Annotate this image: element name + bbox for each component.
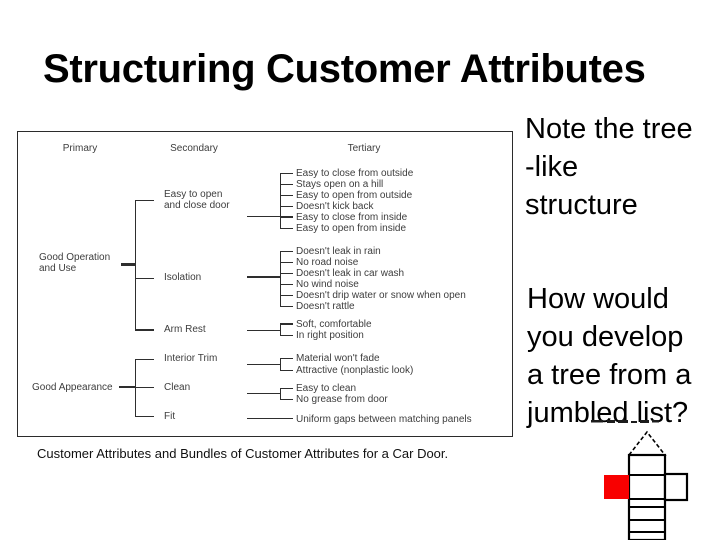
note-line: you develop [527, 321, 684, 353]
side-room-square [663, 472, 689, 502]
tree-tick-line [280, 357, 293, 359]
tree-tick-line [280, 369, 293, 371]
tertiary-label: Doesn't leak in car wash [296, 268, 405, 279]
tree-connector-line [247, 417, 293, 419]
tree-tick-line [280, 261, 293, 263]
tertiary-label: Material won't fade [296, 353, 380, 364]
secondary-label: Easy to open and close door [164, 189, 230, 211]
tree-tick-line [135, 329, 154, 331]
tree-tick-line [135, 358, 154, 360]
tertiary-label: Uniform gaps between matching panels [296, 414, 472, 425]
tree-bracket-line [134, 359, 136, 416]
tree-tick-line [280, 194, 293, 196]
note-text-block: How would you develop a tree from a jumbled… [527, 280, 691, 432]
tree-connector-line [247, 392, 280, 394]
tree-connector-line [247, 363, 280, 365]
tertiary-label: Easy to clean [296, 383, 357, 394]
tertiary-label: In right position [296, 330, 364, 341]
column-header: Primary [62, 143, 98, 154]
secondary-label: Interior Trim [164, 353, 218, 364]
tree-tick-line [135, 386, 154, 388]
figure-caption: Customer Attributes and Bundles of Custo… [37, 446, 449, 461]
tertiary-label: Easy to close from inside [296, 212, 408, 223]
tertiary-label: Easy to open from outside [296, 190, 413, 201]
tree-tick-line [280, 294, 293, 296]
note-line: How would [527, 283, 669, 315]
tree-tick-line [135, 415, 154, 417]
house-of-quality-icon [591, 420, 689, 540]
column-header: Tertiary [347, 143, 381, 154]
red-room-square [604, 475, 629, 499]
tertiary-label: No road noise [296, 257, 359, 268]
tree-bracket-line [279, 173, 281, 228]
obscured-text-fragment [591, 420, 659, 423]
tree-tick-line [135, 199, 154, 201]
note-line: Note the tree [525, 113, 693, 145]
note-line: -like [525, 151, 579, 183]
tertiary-label: Easy to close from outside [296, 168, 414, 179]
tree-tick-line [280, 334, 293, 336]
tree-connector-line [247, 215, 280, 217]
tertiary-label: Soft, comfortable [296, 319, 372, 330]
tree-bracket-line [134, 200, 136, 330]
tree-tick-line [280, 283, 293, 285]
slide-title: Structuring Customer Attributes [43, 47, 646, 91]
note-line: a tree from a [527, 359, 692, 391]
tree-tick-line [280, 216, 293, 218]
tertiary-label: Stays open on a hill [296, 179, 384, 190]
secondary-label: Arm Rest [164, 324, 206, 335]
tree-connector-line [247, 276, 280, 278]
roof-triangle [627, 430, 667, 456]
tree-tick-line [280, 205, 293, 207]
house-body [627, 453, 667, 540]
tree-bracket-line [279, 251, 281, 306]
note-text-block: Note the tree -like structure [525, 110, 693, 224]
house-row-lines [629, 474, 665, 533]
tree-connector-line [119, 386, 135, 388]
tertiary-label: Doesn't drip water or snow when open [296, 290, 466, 301]
primary-label: Good Operation and Use [39, 252, 111, 274]
tertiary-label: Doesn't leak in rain [296, 246, 381, 257]
tree-tick-line [280, 250, 293, 252]
tree-tick-line [280, 323, 293, 325]
tree-tick-line [280, 172, 293, 174]
tertiary-label: Attractive (nonplastic look) [296, 365, 414, 376]
tree-bracket-line [279, 324, 281, 335]
tertiary-label: No wind noise [296, 279, 359, 290]
tree-tick-line [280, 305, 293, 307]
primary-label: Good Appearance [32, 382, 113, 393]
tertiary-label: Easy to open from inside [296, 223, 407, 234]
tree-bracket-line [279, 388, 281, 399]
tertiary-label: Doesn't rattle [296, 301, 355, 312]
tree-tick-line [280, 272, 293, 274]
tree-tick-line [280, 387, 293, 389]
note-line: jumbled list? [527, 397, 689, 429]
tree-connector-line [247, 329, 280, 331]
tree-bracket-line [279, 358, 281, 370]
tree-tick-line [280, 183, 293, 185]
tree-tick-line [280, 398, 293, 400]
tree-connector-line [121, 262, 135, 266]
tree-tick-line [280, 227, 293, 229]
tertiary-label: No grease from door [296, 394, 388, 405]
note-line: structure [525, 189, 638, 221]
tree-tick-line [135, 277, 154, 279]
tertiary-label: Doesn't kick back [296, 201, 374, 212]
column-header: Secondary [170, 143, 218, 154]
secondary-label: Clean [164, 382, 191, 393]
secondary-label: Fit [164, 411, 176, 422]
secondary-label: Isolation [164, 272, 202, 283]
